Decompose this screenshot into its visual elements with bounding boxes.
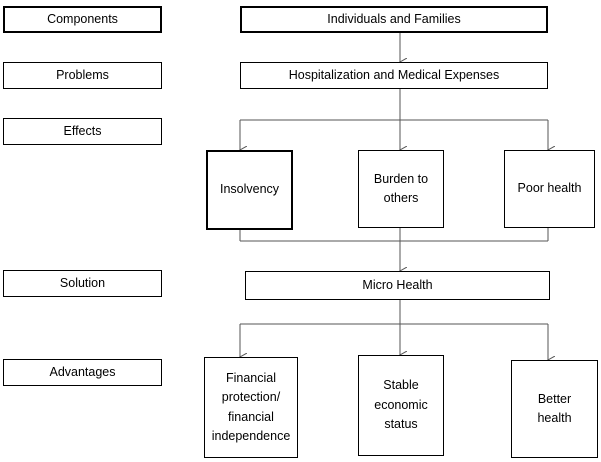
node-financial-protection: Financial protection/ financial independ…	[204, 357, 298, 458]
label-problems: Problems	[3, 62, 162, 89]
label-solution: Solution	[3, 270, 162, 297]
node-micro-health: Micro Health	[245, 271, 550, 300]
label-effects: Effects	[3, 118, 162, 145]
node-hospitalization: Hospitalization and Medical Expenses	[240, 62, 548, 89]
node-insolvency: Insolvency	[206, 150, 293, 230]
node-burden-to-others: Burden to others	[358, 150, 444, 228]
label-components: Components	[3, 6, 162, 33]
node-better-health: Better health	[511, 360, 598, 458]
node-poor-health: Poor health	[504, 150, 595, 228]
node-individuals-and-families: Individuals and Families	[240, 6, 548, 33]
label-advantages: Advantages	[3, 359, 162, 386]
node-stable-economic-status: Stable economic status	[358, 355, 444, 456]
